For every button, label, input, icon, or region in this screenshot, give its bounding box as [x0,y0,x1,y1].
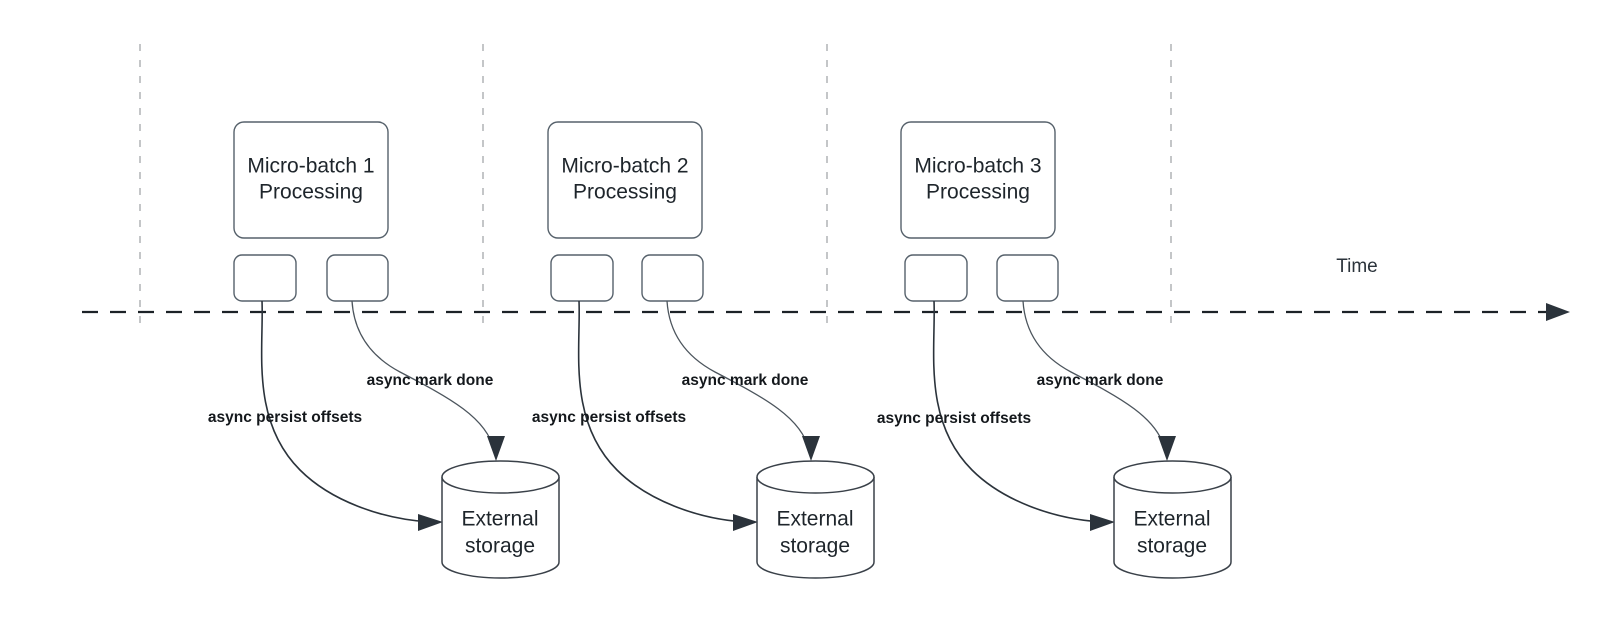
arrow-head-persist-offsets-2 [733,514,758,531]
arrow-head-mark-done-3 [1158,436,1176,461]
label-mark-done-1: async mark done [367,372,494,389]
cylinder-top-1 [441,460,560,494]
edge-mark-done-2 [666,300,810,451]
label-persist-offsets-2: async persist offsets [532,409,686,426]
external-storage-cylinder-3[interactable]: External storage [1113,460,1232,579]
external-storage-cylinder-2[interactable]: External storage [756,460,875,579]
cylinder-top-2 [756,460,875,494]
micro-batch-box-2-line1: Micro-batch 2 [561,155,688,178]
external-storage-2-line1: External [776,508,853,531]
micro-batch-box-2-line2: Processing [573,181,677,204]
external-storage-1-line1: External [461,508,538,531]
edge-mark-done-3 [1022,300,1166,451]
task-box-2-left[interactable] [550,254,614,302]
task-box-1-right[interactable] [326,254,389,302]
micro-batch-box-3[interactable] [900,121,1056,239]
label-persist-offsets-1: async persist offsets [208,409,362,426]
edge-persist-offsets-2 [577,300,746,523]
label-persist-offsets-3: async persist offsets [877,410,1031,427]
edge-mark-done-1 [351,300,495,451]
external-storage-2-line2: storage [780,535,850,558]
micro-batch-box-1[interactable] [233,121,389,239]
arrow-head-persist-offsets-1 [418,514,443,531]
group-3: Micro-batch 3 Processing async persist o… [877,121,1232,579]
label-mark-done-2: async mark done [682,372,809,389]
cylinder-body-2 [756,477,875,579]
arrow-head-mark-done-2 [802,436,820,461]
cylinder-top-3 [1113,460,1232,494]
external-storage-cylinder-1[interactable]: External storage [441,460,560,579]
external-storage-3-line1: External [1133,508,1210,531]
external-storage-1-line2: storage [465,535,535,558]
edge-persist-offsets-3 [932,300,1103,523]
arrow-head-mark-done-1 [487,436,505,461]
task-box-3-right[interactable] [996,254,1059,302]
task-box-2-right[interactable] [641,254,704,302]
external-storage-3-line2: storage [1137,535,1207,558]
micro-batch-box-2[interactable] [547,121,703,239]
timeline-arrow-icon [1546,303,1570,321]
timeline-axis-group: Time [82,256,1570,321]
time-axis-label: Time [1336,256,1378,277]
label-mark-done-3: async mark done [1037,372,1164,389]
micro-batch-box-3-line2: Processing [926,181,1030,204]
group-2: Micro-batch 2 Processing async persist o… [532,121,875,579]
cylinder-body-1 [441,477,560,579]
micro-batch-box-1-line2: Processing [259,181,363,204]
cylinder-body-3 [1113,477,1232,579]
task-box-3-left[interactable] [904,254,968,302]
task-box-1-left[interactable] [233,254,297,302]
edge-persist-offsets-1 [260,300,431,523]
group-1: Micro-batch 1 Processing async persist o… [208,121,560,579]
micro-batch-box-1-line1: Micro-batch 1 [247,155,374,178]
arrow-head-persist-offsets-3 [1090,514,1115,531]
micro-batch-box-3-line1: Micro-batch 3 [914,155,1041,178]
